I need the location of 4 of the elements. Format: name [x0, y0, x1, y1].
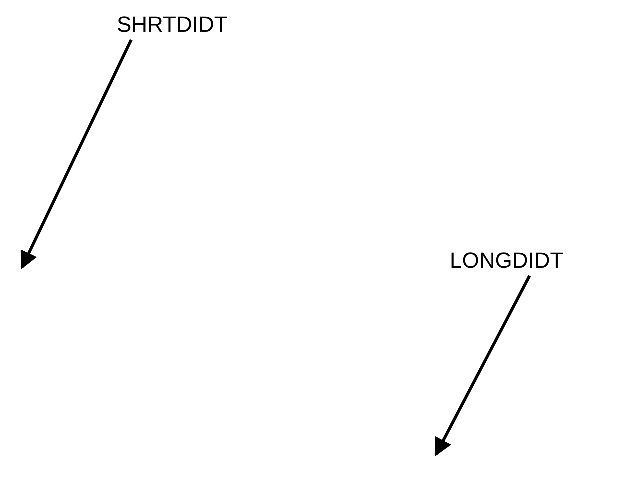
arrow [434, 275, 532, 457]
callout-label: LONGDIDT [450, 248, 564, 274]
callout-label: SHRTDIDT [117, 12, 228, 38]
arrow [20, 39, 133, 270]
